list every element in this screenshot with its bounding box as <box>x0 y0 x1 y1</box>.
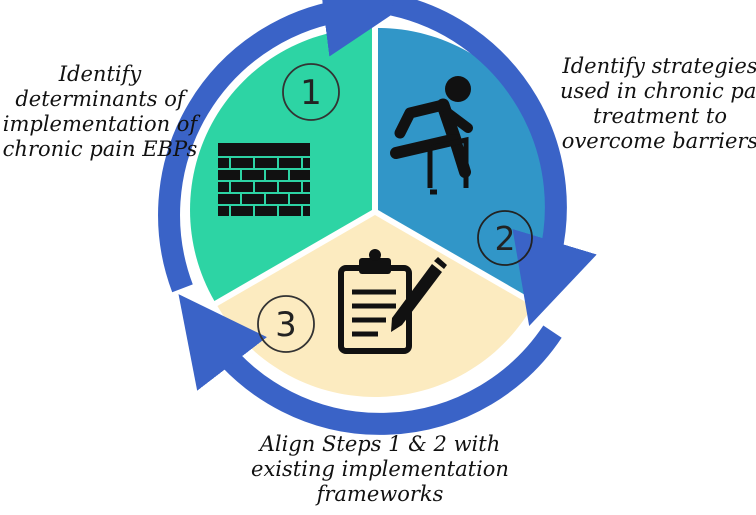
caption-line: determinants of <box>15 87 185 111</box>
step-3-caption: Align Steps 1 & 2 with existing implemen… <box>230 432 530 507</box>
step-2-caption: Identify strategies used in chronic pain… <box>560 54 756 154</box>
step-2-badge: 2 <box>477 210 533 266</box>
caption-line: chronic pain EBPs <box>2 137 198 161</box>
arrow-to-step-2 <box>158 0 412 293</box>
caption-line: treatment to <box>593 104 727 128</box>
caption-line: Align Steps 1 & 2 with <box>259 432 501 456</box>
step-1-number: 1 <box>300 73 322 113</box>
step-3-number: 3 <box>275 305 297 345</box>
clipboard-pencil-icon <box>338 249 447 354</box>
caption-line: used in chronic pain <box>560 79 756 103</box>
hurdle-jumper-icon <box>390 76 473 195</box>
step-3-badge: 3 <box>257 295 315 353</box>
caption-line: existing implementation <box>251 457 509 481</box>
caption-line: frameworks <box>316 482 444 506</box>
step-1-caption: Identify determinants of implementation … <box>0 62 200 162</box>
step-2-number: 2 <box>495 219 516 258</box>
caption-line: implementation of <box>2 112 198 136</box>
step-1-badge: 1 <box>282 63 340 121</box>
arrow-to-step-1 <box>178 294 562 435</box>
brick-wall-icon <box>218 143 310 216</box>
caption-line: Identify <box>58 62 142 86</box>
arrow-to-step-3 <box>390 0 597 326</box>
caption-line: Identify strategies <box>562 54 756 78</box>
caption-line: overcome barriers <box>561 129 756 153</box>
